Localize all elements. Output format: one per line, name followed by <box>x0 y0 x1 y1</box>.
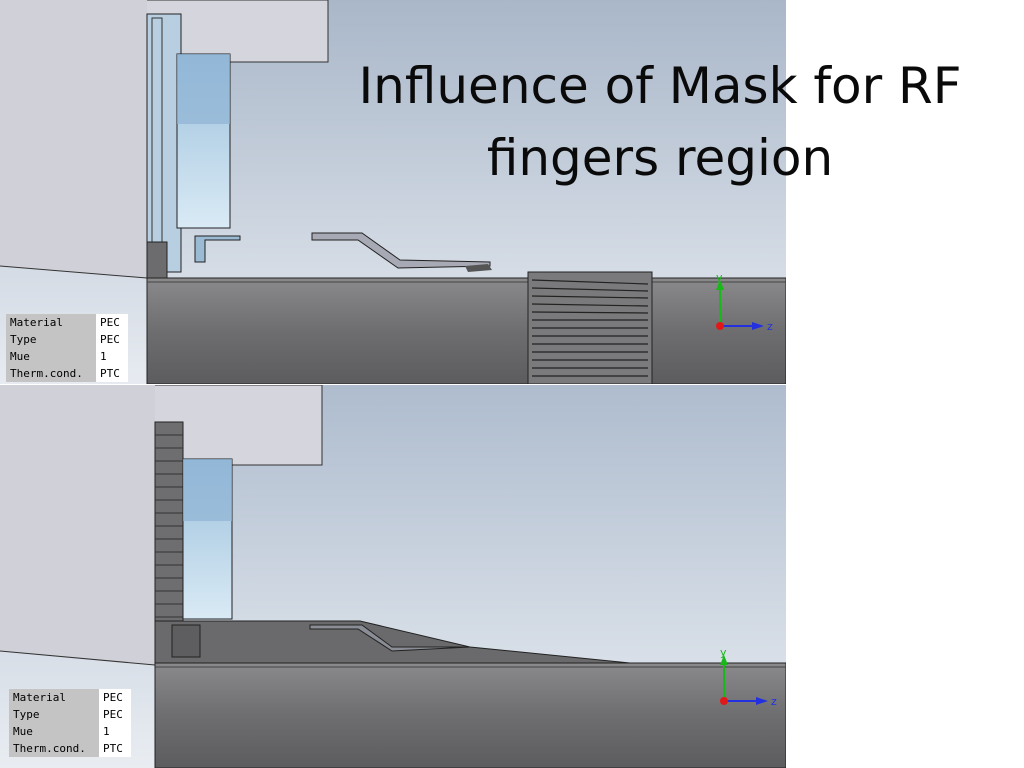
finger-tip <box>465 264 492 272</box>
left-wall <box>0 385 155 665</box>
slide-title: Influence of Mask for RF fingers region <box>358 57 962 187</box>
property-value: PEC <box>96 314 128 331</box>
property-value: PTC <box>96 365 128 382</box>
axis-y-label: y <box>716 271 723 284</box>
property-key: Therm.cond. <box>6 365 96 382</box>
property-value: PEC <box>99 689 131 706</box>
property-key: Material <box>6 314 96 331</box>
axis-y-label: y <box>720 646 727 659</box>
property-row: Therm.cond.PTC <box>6 365 128 382</box>
property-key: Mue <box>9 723 99 740</box>
property-value: PEC <box>96 331 128 348</box>
property-key: Mue <box>6 348 96 365</box>
property-key: Type <box>9 706 99 723</box>
left-wall <box>0 0 147 278</box>
wall-edge <box>0 650 156 666</box>
rf-finger <box>311 232 491 269</box>
axis-triad-top <box>716 280 764 330</box>
shroud-foot <box>171 624 201 658</box>
property-value: 1 <box>96 348 128 365</box>
axis-z-label: z <box>767 320 773 333</box>
flange-ribs <box>155 434 183 618</box>
mask-ribs <box>531 279 649 377</box>
property-key: Type <box>6 331 96 348</box>
axis-triad-bottom <box>720 655 768 705</box>
mask-shroud <box>154 620 631 666</box>
cad-geometry-bottom: y z <box>0 385 786 768</box>
property-value: PEC <box>99 706 131 723</box>
cad-geometry-top: y z <box>0 0 786 384</box>
property-value: PTC <box>99 740 131 757</box>
wall-edge <box>0 265 148 279</box>
property-row: Therm.cond.PTC <box>9 740 131 757</box>
property-value: 1 <box>99 723 131 740</box>
property-key: Material <box>9 689 99 706</box>
glass-window-shade <box>183 459 232 521</box>
flange-foot <box>146 241 168 281</box>
beam-pipe <box>154 662 786 768</box>
property-key: Therm.cond. <box>9 740 99 757</box>
finger-bracket <box>194 235 241 263</box>
glass-window-shade <box>177 54 230 124</box>
rf-finger <box>309 624 471 652</box>
beam-pipe <box>146 277 786 384</box>
axis-z-label: z <box>771 695 777 708</box>
